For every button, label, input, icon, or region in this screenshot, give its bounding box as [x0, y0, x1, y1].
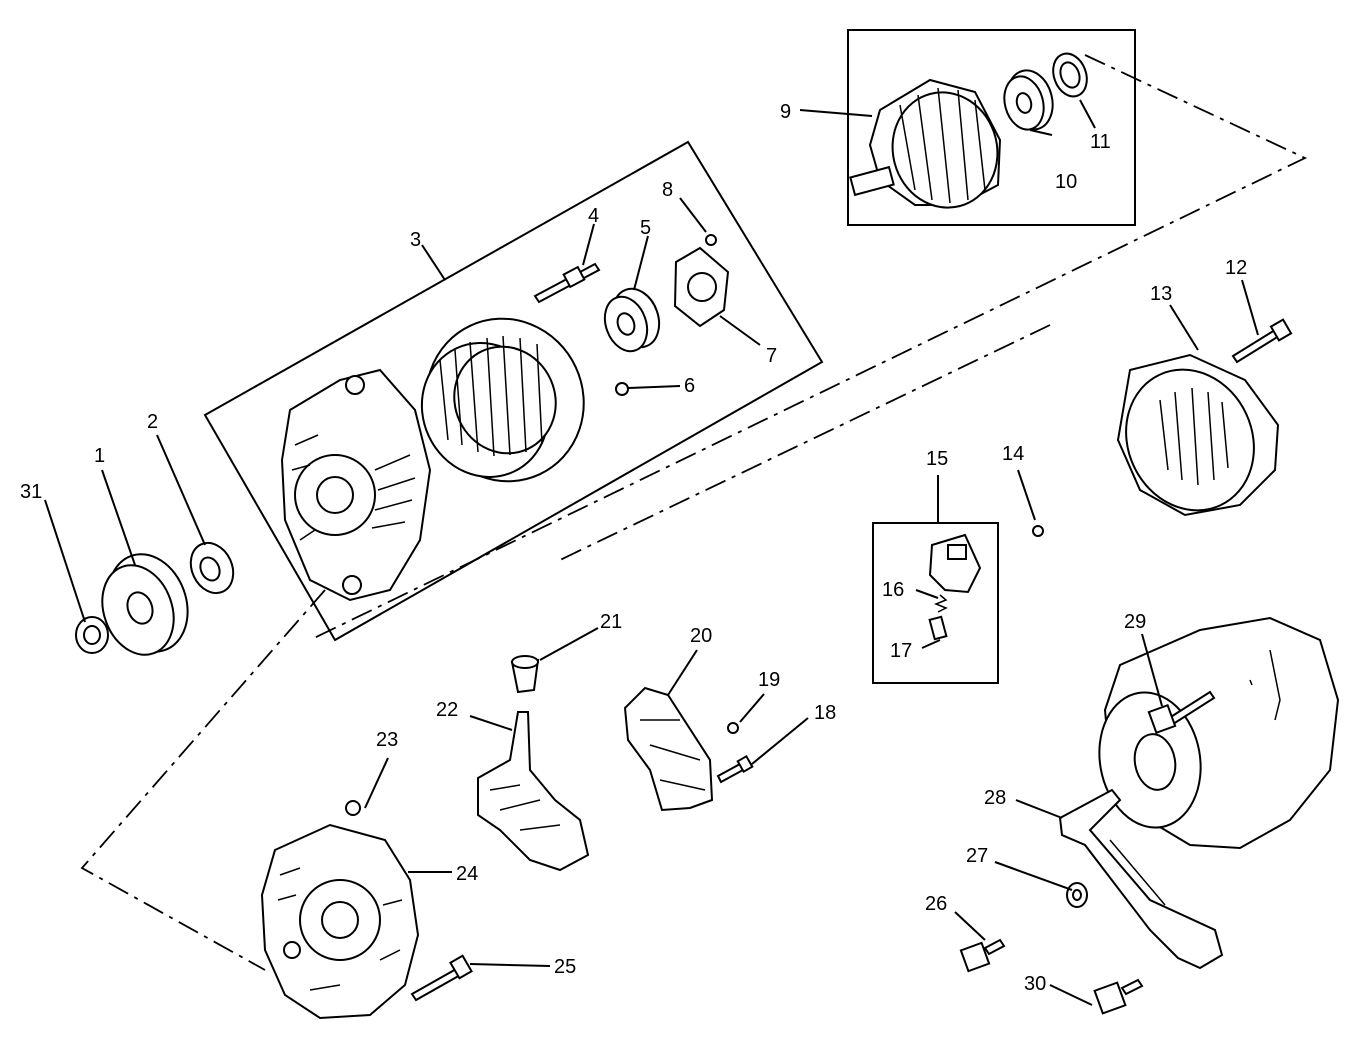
callout-10: 10	[1055, 171, 1077, 193]
callout-1: 1	[94, 445, 105, 467]
part-6-nut	[615, 382, 629, 396]
part-vacuum-pump	[1098, 616, 1340, 850]
part-2-spacer-collar	[189, 541, 235, 595]
part-13-rear-cover	[1116, 353, 1280, 517]
callout-12: 12	[1225, 257, 1247, 279]
callout-26: 26	[925, 893, 947, 915]
callout-labels: 1 2 3 4 5 6 7 8 9 10 11 12 13 14 15 16 1…	[20, 101, 1247, 995]
callout-23: 23	[376, 729, 398, 751]
part-stator	[420, 317, 585, 483]
callout-18: 18	[814, 702, 836, 724]
callout-6: 6	[684, 375, 695, 397]
part-24-rear-end-frame	[260, 823, 420, 1020]
part-9-rotor	[849, 78, 1002, 209]
callout-16: 16	[882, 579, 904, 601]
part-drive-end-frame	[280, 368, 432, 602]
callout-25: 25	[554, 956, 576, 978]
part-1-pulley	[101, 553, 189, 656]
callout-21: 21	[600, 611, 622, 633]
part-18-bolt	[716, 754, 754, 784]
callout-15: 15	[926, 448, 948, 470]
callout-7: 7	[766, 345, 777, 367]
part-8-screw	[705, 234, 717, 246]
callout-19: 19	[758, 669, 780, 691]
part-27-washer	[1066, 882, 1088, 908]
part-25-bolt	[410, 954, 473, 1002]
part-30-bolt	[1093, 978, 1144, 1015]
part-15-brush-holder	[928, 533, 982, 594]
callout-3: 3	[410, 229, 421, 251]
part-10-bearing	[1003, 69, 1054, 131]
part-29-bolt	[1147, 690, 1216, 735]
callout-13: 13	[1150, 283, 1172, 305]
callout-8: 8	[662, 179, 673, 201]
callout-27: 27	[966, 845, 988, 867]
part-14-screw	[1032, 525, 1044, 537]
callout-20: 20	[690, 625, 712, 647]
part-17-brush	[928, 615, 948, 641]
leader-lines	[44, 99, 1259, 1006]
callout-24: 24	[456, 863, 478, 885]
part-31-pulley-nut	[75, 616, 109, 654]
callout-17: 17	[890, 640, 912, 662]
part-4-stud-bolt	[533, 262, 601, 304]
callout-22: 22	[436, 699, 458, 721]
callout-11: 11	[1090, 131, 1111, 153]
callout-28: 28	[984, 787, 1006, 809]
part-23-nut	[345, 800, 361, 816]
box-rotor-group	[847, 29, 1136, 226]
callout-30: 30	[1024, 973, 1046, 995]
part-26-bolt	[959, 938, 1006, 973]
callout-29: 29	[1124, 611, 1146, 633]
box-brush-group	[872, 522, 999, 684]
part-16-brush-spring	[933, 594, 948, 613]
part-22-rectifier	[477, 711, 590, 872]
callout-5: 5	[640, 217, 651, 239]
part-21-insulator	[510, 655, 540, 694]
callout-2: 2	[147, 411, 158, 433]
part-11-bearing-cover	[1052, 52, 1088, 98]
part-5-bearing	[603, 287, 661, 353]
part-28-bracket	[1058, 788, 1224, 970]
callout-31: 31	[20, 481, 42, 503]
callout-4: 4	[588, 205, 599, 227]
callout-14: 14	[1002, 443, 1024, 465]
part-20-regulator	[623, 686, 714, 812]
part-7-retainer-plate	[673, 246, 730, 328]
part-12-through-bolt	[1231, 318, 1293, 364]
part-19-screw	[727, 722, 739, 734]
callout-9: 9	[780, 101, 791, 123]
box-stator-group	[203, 140, 824, 642]
assembly-guide-lines	[80, 54, 1308, 971]
